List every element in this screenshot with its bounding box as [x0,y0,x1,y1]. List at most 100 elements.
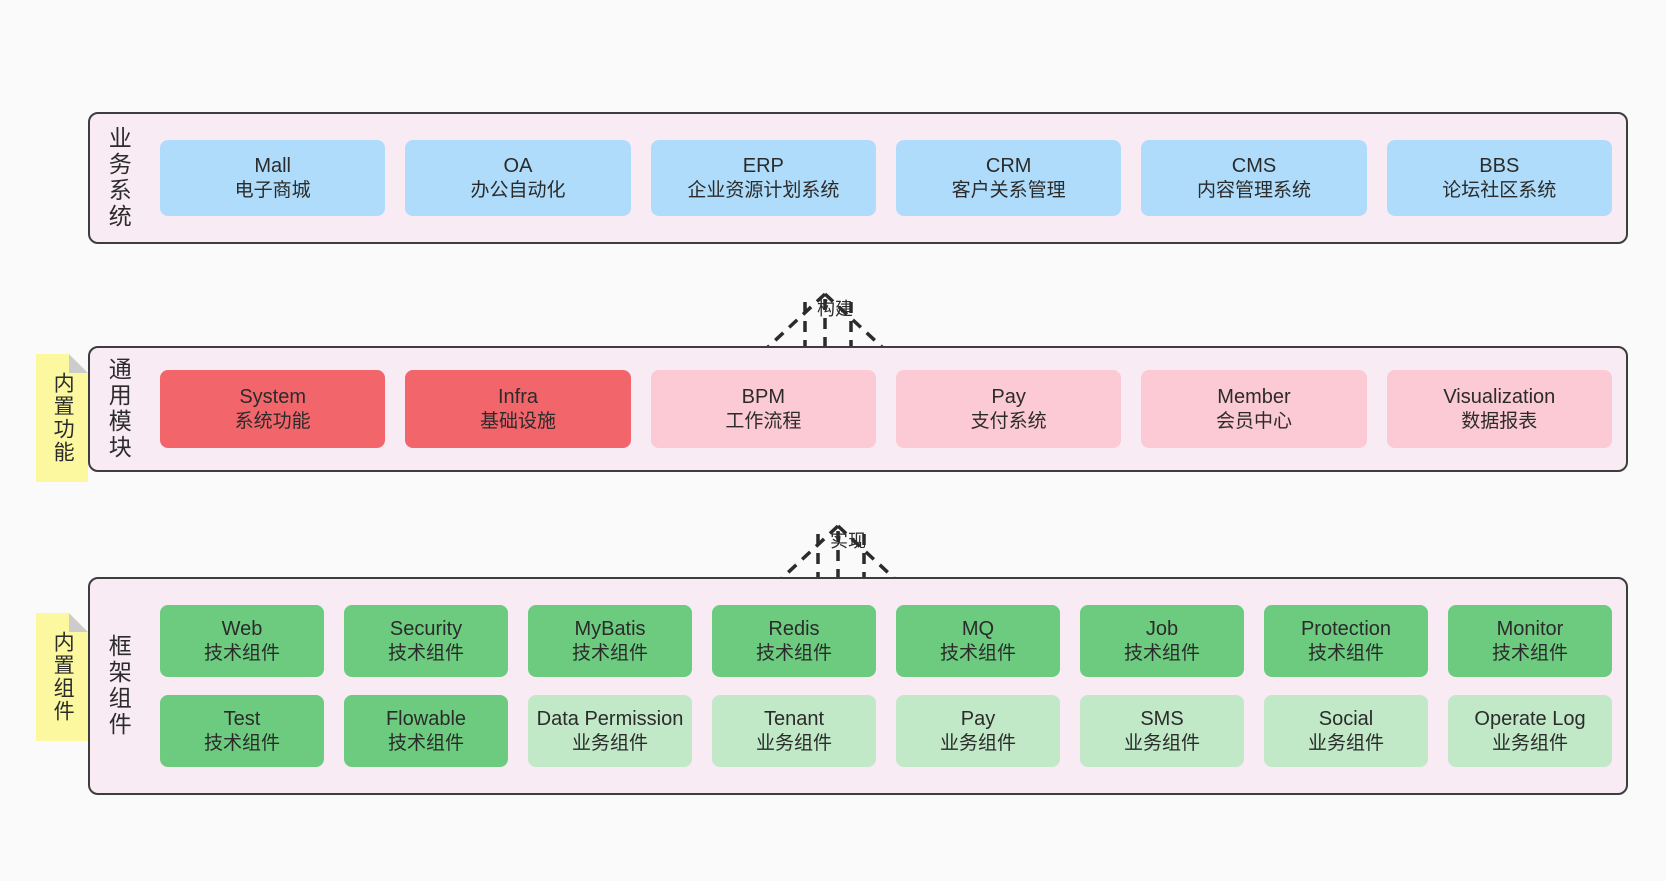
module-box-visualization[interactable]: Visualization 数据报表 [1386,370,1612,448]
module-name-en: CRM [985,154,1032,177]
module-name-cn: 技术组件 [203,732,280,754]
module-name-cn: 业务组件 [1123,732,1200,754]
module-name-en: SMS [1140,707,1184,730]
module-box-protection[interactable]: Protection 技术组件 [1264,605,1428,677]
box-row: Web 技术组件 Security 技术组件 MyBatis 技术组件 Redi… [160,605,1612,677]
module-name-en: Member [1217,385,1291,408]
section-label-framework-components: 框架组件 [105,634,132,738]
module-box-pay-component[interactable]: Pay 业务组件 [896,695,1060,767]
module-name-cn: 技术组件 [387,642,464,664]
module-name-cn: 技术组件 [939,642,1016,664]
module-box-job[interactable]: Job 技术组件 [1080,605,1244,677]
module-name-cn: 基础设施 [479,410,556,432]
sticky-note-builtin-features: 内置功能 [36,354,88,482]
connector-implement-arrow [778,524,898,580]
module-name-en: System [239,385,306,408]
module-box-monitor[interactable]: Monitor 技术组件 [1448,605,1612,677]
section-body-business-systems: Mall 电子商城 OA 办公自动化 ERP 企业资源计划系统 CRM 客户关系… [146,114,1626,242]
module-box-oa[interactable]: OA 办公自动化 [405,140,631,216]
connector-build-arrow [765,292,885,348]
module-name-en: Security [389,617,463,640]
module-box-system[interactable]: System 系统功能 [160,370,386,448]
module-box-erp[interactable]: ERP 企业资源计划系统 [650,140,876,216]
module-box-crm[interactable]: CRM 客户关系管理 [895,140,1122,216]
module-name-en: Flowable [385,707,467,730]
module-name-en: ERP [742,154,784,177]
module-box-social[interactable]: Social 业务组件 [1264,695,1428,767]
module-box-security[interactable]: Security 技术组件 [344,605,508,677]
module-name-en: Monitor [1496,617,1564,640]
module-name-cn: 客户关系管理 [951,179,1066,201]
module-name-cn: 论坛社区系统 [1442,179,1557,201]
module-name-en: MQ [961,617,995,640]
module-name-en: CMS [1231,154,1277,177]
module-box-web[interactable]: Web 技术组件 [160,605,324,677]
module-box-infra[interactable]: Infra 基础设施 [405,370,631,448]
module-name-en: Web [221,617,263,640]
module-name-cn: 业务组件 [755,732,832,754]
module-box-mq[interactable]: MQ 技术组件 [896,605,1060,677]
module-name-cn: 内容管理系统 [1196,179,1311,201]
module-name-en: Job [1145,617,1179,640]
module-box-cms[interactable]: CMS 内容管理系统 [1141,140,1367,216]
section-common-modules: 通用模块 System 系统功能 Infra 基础设施 BPM 工作流程 Pay… [88,346,1628,472]
module-name-cn: 技术组件 [1307,642,1384,664]
section-label-common-modules: 通用模块 [105,357,132,461]
module-name-cn: 技术组件 [387,732,464,754]
module-name-cn: 企业资源计划系统 [687,179,840,201]
module-name-cn: 业务组件 [1307,732,1384,754]
section-business-systems: 业务系统 Mall 电子商城 OA 办公自动化 ERP 企业资源计划系统 CRM… [88,112,1628,244]
module-name-en: BBS [1479,154,1520,177]
connector-build-label: 构建 [817,299,853,319]
connector-build-stem [803,302,853,350]
module-name-cn: 技术组件 [1123,642,1200,664]
module-name-cn: 支付系统 [970,410,1047,432]
section-label-business-systems: 业务系统 [105,126,132,230]
module-name-en: Protection [1300,617,1392,640]
module-name-en: Test [223,707,261,730]
section-framework-components: 框架组件 Web 技术组件 Security 技术组件 MyBatis 技术组件… [88,577,1628,795]
module-name-cn: 业务组件 [1491,732,1568,754]
module-box-flowable[interactable]: Flowable 技术组件 [344,695,508,767]
connector-implement-stem [816,534,866,582]
box-row: Mall 电子商城 OA 办公自动化 ERP 企业资源计划系统 CRM 客户关系… [160,140,1612,216]
box-row: System 系统功能 Infra 基础设施 BPM 工作流程 Pay 支付系统… [160,370,1612,448]
module-box-mall[interactable]: Mall 电子商城 [160,140,386,216]
section-body-framework-components: Web 技术组件 Security 技术组件 MyBatis 技术组件 Redi… [146,579,1626,793]
module-box-operate-log[interactable]: Operate Log 业务组件 [1448,695,1612,767]
connector-implement-label: 实现 [830,531,866,551]
sticky-note-label: 内置功能 [51,372,75,464]
module-box-member[interactable]: Member 会员中心 [1141,370,1367,448]
module-name-en: Redis [768,617,820,640]
module-box-test[interactable]: Test 技术组件 [160,695,324,767]
module-name-en: Social [1318,707,1374,730]
module-name-en: Tenant [763,707,825,730]
module-name-cn: 电子商城 [234,179,311,201]
module-box-sms[interactable]: SMS 业务组件 [1080,695,1244,767]
module-box-bpm[interactable]: BPM 工作流程 [650,370,876,448]
module-box-bbs[interactable]: BBS 论坛社区系统 [1386,140,1612,216]
module-name-en: Pay [960,707,996,730]
module-name-en: Visualization [1443,385,1556,408]
module-box-mybatis[interactable]: MyBatis 技术组件 [528,605,692,677]
module-box-data-permission[interactable]: Data Permission 业务组件 [528,695,692,767]
note-fold-corner-icon [69,354,88,373]
module-box-pay[interactable]: Pay 支付系统 [895,370,1122,448]
module-name-cn: 数据报表 [1461,410,1538,432]
module-name-cn: 技术组件 [571,642,648,664]
module-name-en: Pay [991,385,1026,408]
module-name-en: OA [503,154,533,177]
section-body-common-modules: System 系统功能 Infra 基础设施 BPM 工作流程 Pay 支付系统… [146,348,1626,470]
module-box-tenant[interactable]: Tenant 业务组件 [712,695,876,767]
module-name-cn: 技术组件 [203,642,280,664]
module-name-en: MyBatis [574,617,646,640]
module-name-cn: 业务组件 [939,732,1016,754]
module-name-cn: 会员中心 [1215,410,1292,432]
sticky-note-label: 内置组件 [51,631,75,723]
note-fold-corner-icon [69,613,88,632]
module-name-cn: 工作流程 [725,410,802,432]
module-name-en: Infra [497,385,538,408]
sticky-note-builtin-components: 内置组件 [36,613,88,741]
module-box-redis[interactable]: Redis 技术组件 [712,605,876,677]
